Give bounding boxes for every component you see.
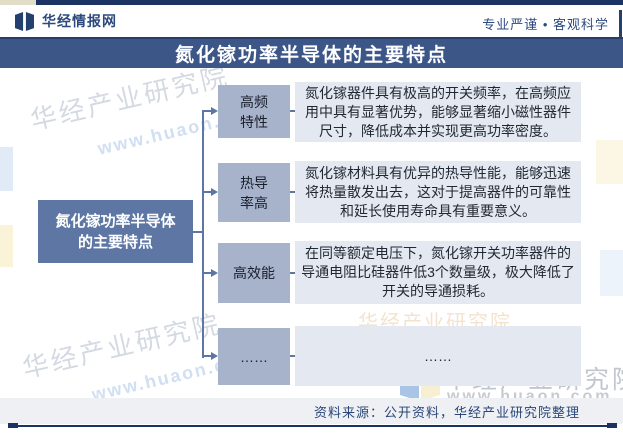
source-note: 资料来源：公开资料，华经产业研究院整理 — [313, 404, 580, 420]
header-slogan: 专业严谨 • 客观科学 — [482, 17, 609, 32]
watermark-shape — [600, 250, 623, 296]
connector-branch — [202, 110, 211, 112]
connector-link — [289, 355, 296, 357]
feature-label: 高效能 — [218, 243, 290, 303]
connector-link — [289, 110, 296, 112]
connector-vertical — [202, 111, 204, 358]
connector-branch — [202, 355, 211, 357]
watermark-shape — [596, 140, 623, 184]
feature-description: 在同等额定电压下，氮化镓开关功率器件的导通电阻比硅器件低3个数量级，极大降低了开… — [295, 241, 581, 304]
bottom-rule — [8, 425, 617, 427]
brand: 华经情报网 — [14, 11, 117, 31]
feature-description: 氮化镓器件具有极高的开关频率，在高频应用中具有显著优势，能够显著缩小磁性器件尺寸… — [295, 82, 581, 142]
page-title: 氮化镓功率半导体的主要特点 — [0, 37, 623, 68]
arrow-right-icon — [211, 352, 218, 360]
arrow-right-icon — [211, 188, 218, 196]
diagram-canvas: 华经产业研究院 www.huaon.com 华经产业研究院 www.huaon.… — [0, 68, 623, 398]
watermark-shape — [0, 225, 13, 267]
brand-name: 华经情报网 — [42, 13, 117, 29]
watermark-shape — [0, 147, 13, 191]
connector-root-stub — [192, 231, 204, 233]
feature-label: 高频 特性 — [218, 85, 290, 138]
connector-branch — [202, 191, 211, 193]
root-node: 氮化镓功率半导体 的主要特点 — [38, 200, 193, 263]
arrow-right-icon — [211, 269, 218, 277]
header: 华经情报网 专业严谨 • 客观科学 — [0, 5, 623, 42]
connector-link — [289, 191, 296, 193]
bottom-rule-cap-left — [8, 423, 18, 428]
arrow-right-icon — [211, 107, 218, 115]
feature-description: 氮化镓材料具有优异的热导性能，能够迅速将热量散发出去，这对于提高器件的可靠性和延… — [295, 161, 581, 223]
huajing-logo-icon — [14, 11, 35, 31]
feature-description: …… — [295, 326, 581, 386]
source-bar: 资料来源：公开资料，华经产业研究院整理 — [0, 398, 623, 424]
top-border — [0, 0, 623, 5]
feature-label: 热导 率高 — [218, 163, 290, 222]
watermark-text: 华经产业研究院 — [19, 308, 225, 384]
connector-branch — [202, 272, 211, 274]
bottom-rule-cap-right — [607, 423, 617, 428]
watermark-url: www.huaon.com — [447, 388, 613, 398]
corner-watermark-shape — [0, 0, 36, 9]
connector-link — [289, 272, 296, 274]
feature-label: …… — [218, 328, 290, 385]
header-right-bar — [619, 10, 622, 42]
